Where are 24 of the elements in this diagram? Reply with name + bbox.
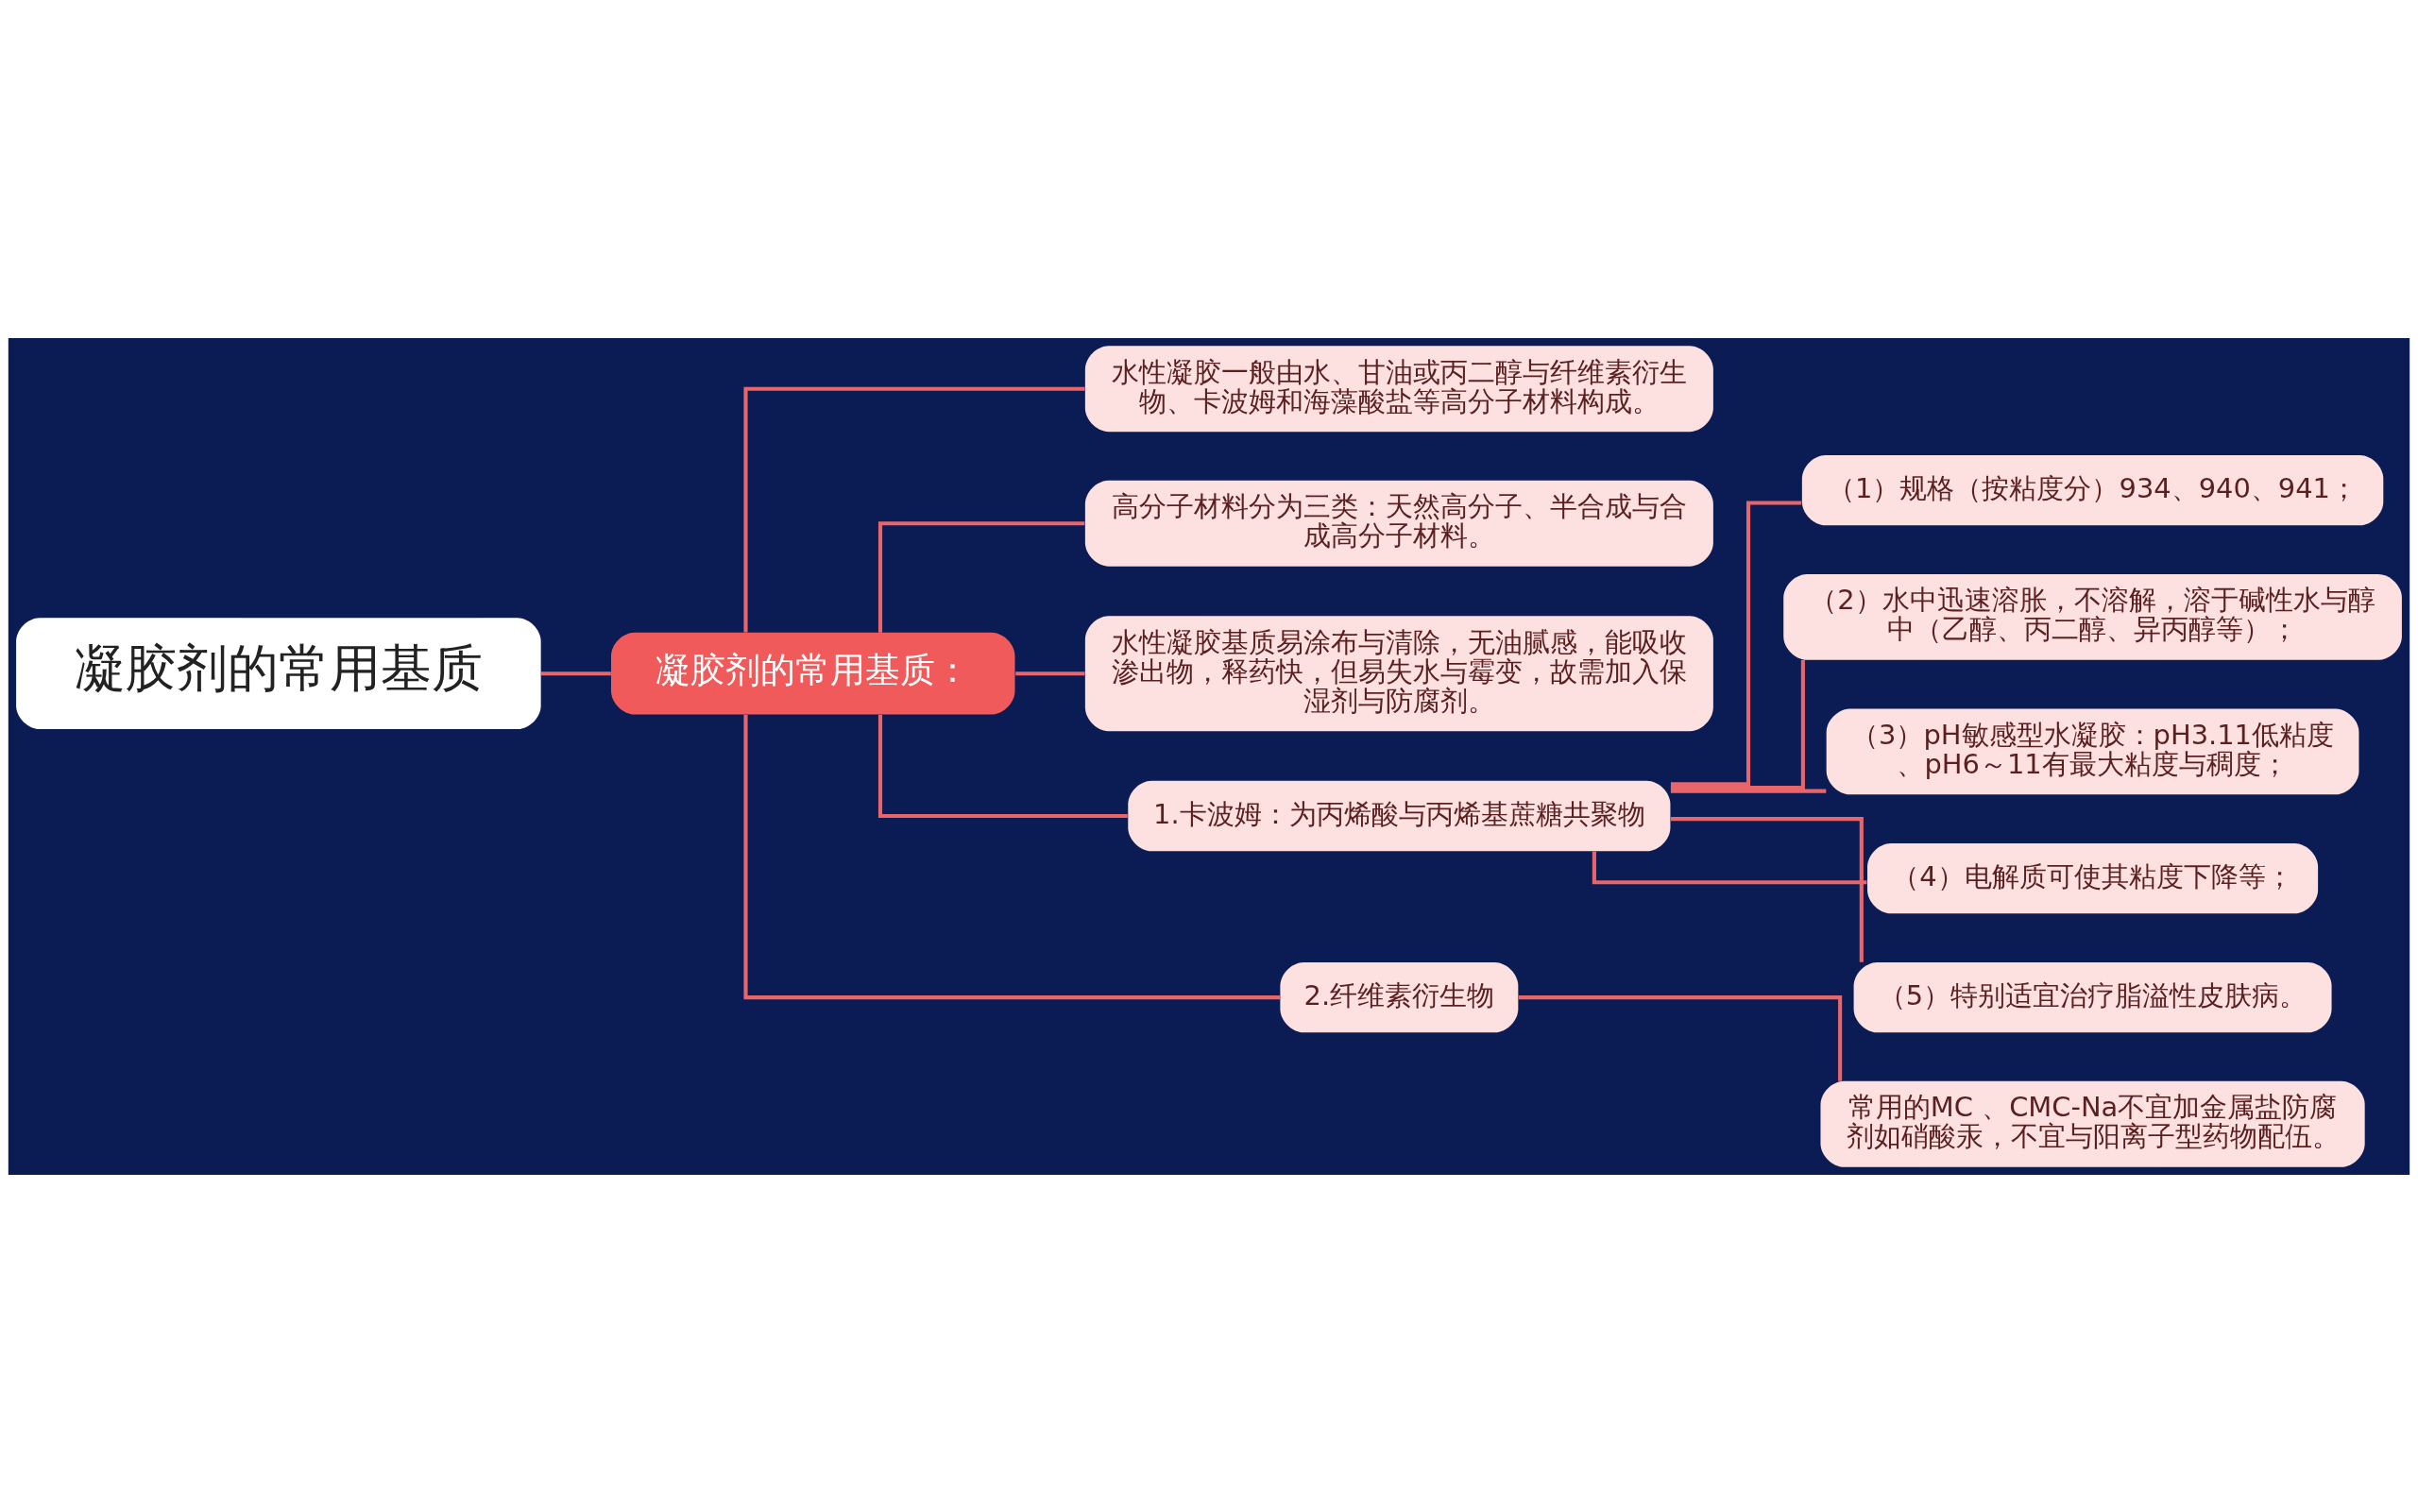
node-box: 水性凝胶一般由水、甘油或丙二醇与纤维素衍生物、卡波姆和海藻酸盐等高分子材料构成。 bbox=[1084, 345, 1713, 432]
connector bbox=[877, 714, 1128, 818]
connector bbox=[1015, 671, 1085, 675]
connector bbox=[1670, 816, 1864, 962]
connector bbox=[1671, 500, 1802, 786]
connector bbox=[1518, 994, 1843, 1081]
node-box: 凝胶剂的常用基质 bbox=[16, 617, 541, 729]
node-box: （3）pH敏感型水凝胶：pH3.11低粘度、pH6～11有最大粘度与稠度； bbox=[1826, 707, 2359, 794]
node-box: 水性凝胶基质易涂布与清除，无油腻感，能吸收渗出物，释药快，但易失水与霉变，故需加入保湿剂与防腐剂。 bbox=[1084, 615, 1713, 731]
node-box: （2）水中迅速溶胀，不溶解，溶于碱性水与醇中（乙醇、丙二醇、异丙醇等）； bbox=[1783, 573, 2402, 660]
connector bbox=[1670, 789, 1827, 793]
node-box: （1）规格（按粘度分）934、940、941； bbox=[1801, 454, 2384, 525]
node-box: 高分子材料分为三类：天然高分子、半合成与合成高分子材料。 bbox=[1084, 480, 1713, 567]
node-box: 1.卡波姆：为丙烯酸与丙烯基蔗糖共聚物 bbox=[1128, 780, 1671, 851]
connector bbox=[743, 714, 1281, 999]
node-box: （4）电解质可使其粘度下降等； bbox=[1867, 842, 2319, 913]
connector bbox=[877, 520, 1085, 633]
connector bbox=[743, 386, 1085, 632]
node-box: 常用的MC 、CMC-Na不宜加金属盐防腐剂如硝酸汞，不宜与阳离子型药物配伍。 bbox=[1820, 1080, 2365, 1167]
connector bbox=[1670, 659, 1805, 790]
node-box: （5）特别适宜治疗脂溢性皮肤病。 bbox=[1853, 961, 2332, 1032]
connector bbox=[540, 671, 611, 675]
node-box: 2.纤维素衍生物 bbox=[1280, 961, 1519, 1032]
node-box: 凝胶剂的常用基质： bbox=[611, 632, 1015, 715]
